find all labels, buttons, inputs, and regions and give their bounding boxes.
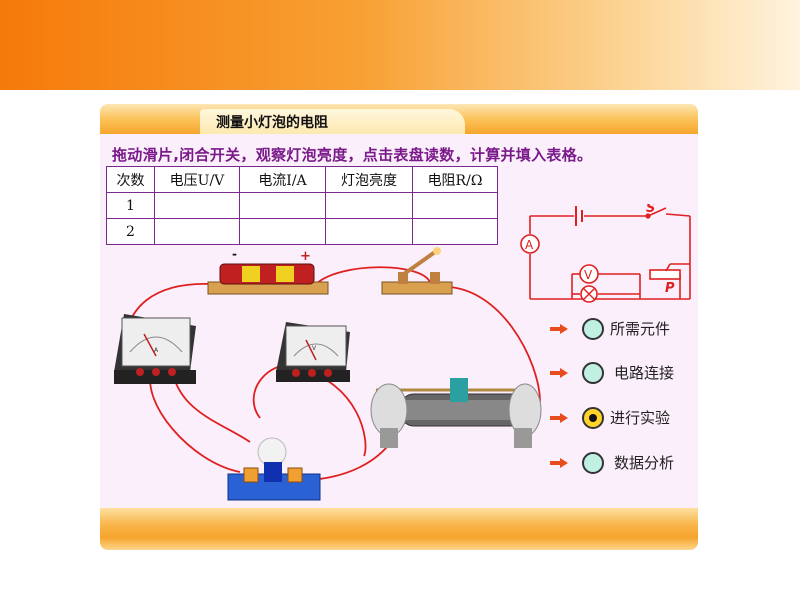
nav-data-analysis[interactable]: 数据分析 xyxy=(550,450,698,476)
slider-label: P xyxy=(665,281,675,296)
header-count: 次数 xyxy=(106,166,155,193)
nav-label: 电路连接 xyxy=(614,364,675,382)
radio-indicator xyxy=(582,362,604,384)
header-voltage: 电压U/V xyxy=(154,166,240,193)
voltmeter-device[interactable]: V xyxy=(276,322,350,382)
lamp-symbol xyxy=(580,285,598,303)
nav-label: 所需元件 xyxy=(610,320,671,338)
voltmeter-symbol: V xyxy=(579,264,599,284)
table-cell-current[interactable] xyxy=(239,218,326,245)
arrow-right-icon xyxy=(550,458,568,468)
bulb-holder[interactable] xyxy=(227,437,321,501)
rheostat-symbol: P xyxy=(649,263,690,296)
battery-plus-label: + xyxy=(300,249,311,264)
switch-apparatus[interactable] xyxy=(381,247,453,295)
ammeter-symbol: A xyxy=(520,234,540,254)
nav-label: 进行实验 xyxy=(610,409,671,427)
header-resistance: 电阻R/Ω xyxy=(412,166,498,193)
battery-holder[interactable]: - + xyxy=(207,247,329,295)
ammeter-face-label: A xyxy=(154,347,159,354)
table-cell-voltage[interactable] xyxy=(154,218,240,245)
circuit-schematic: S A V P xyxy=(520,204,691,303)
nav-required-components[interactable]: 所需元件 xyxy=(550,316,698,342)
table-cell-resistance[interactable] xyxy=(412,218,498,245)
table-cell-count: 2 xyxy=(106,218,155,245)
nav-run-experiment[interactable]: 进行实验 xyxy=(550,405,698,431)
panel-title-tab xyxy=(200,109,465,134)
table-cell-voltage[interactable] xyxy=(154,192,240,219)
arrow-right-icon xyxy=(550,324,568,334)
switch-label: S xyxy=(646,204,655,216)
control-panel: 所需元件 电路连接 进行实验 数据分析 xyxy=(550,316,698,474)
nav-circuit-connection[interactable]: 电路连接 xyxy=(550,360,698,386)
table-row: 2 xyxy=(106,218,498,245)
table-cell-brightness[interactable] xyxy=(325,218,413,245)
radio-indicator-selected xyxy=(582,407,604,429)
ammeter-symbol-label: A xyxy=(525,238,534,252)
header-brightness: 灯泡亮度 xyxy=(325,166,413,193)
voltmeter-symbol-label: V xyxy=(584,268,593,282)
table-row: 1 xyxy=(106,192,498,219)
arrow-right-icon xyxy=(550,368,568,378)
instruction-text: 拖动滑片,闭合开关，观察灯泡亮度，点击表盘读数，计算并填入表格。 xyxy=(112,146,593,164)
top-banner xyxy=(0,0,800,90)
panel-title: 测量小灯泡的电阻 xyxy=(216,115,328,131)
radio-indicator xyxy=(582,452,604,474)
table-cell-count: 1 xyxy=(106,192,155,219)
ammeter-device[interactable]: A xyxy=(114,314,196,384)
table-header-row: 次数 电压U/V 电流I/A 灯泡亮度 电阻R/Ω xyxy=(106,166,498,193)
arrow-right-icon xyxy=(550,413,568,423)
table-cell-resistance[interactable] xyxy=(412,192,498,219)
header-current: 电流I/A xyxy=(239,166,326,193)
voltmeter-face-label: V xyxy=(312,345,317,352)
switch-symbol xyxy=(645,207,667,219)
table-cell-brightness[interactable] xyxy=(325,192,413,219)
nav-label: 数据分析 xyxy=(614,454,675,472)
apparatus-illustration: - + A V xyxy=(114,247,542,501)
panel-footer-bar xyxy=(100,508,698,550)
battery-symbol xyxy=(575,206,583,226)
data-table: 次数 电压U/V 电流I/A 灯泡亮度 电阻R/Ω 1 2 xyxy=(106,166,498,245)
experiment-panel: 测量小灯泡的电阻 拖动滑片,闭合开关，观察灯泡亮度，点击表盘读数，计算并填入表格… xyxy=(100,104,698,550)
table-cell-current[interactable] xyxy=(239,192,326,219)
rheostat-device[interactable] xyxy=(370,378,542,448)
radio-indicator xyxy=(582,318,604,340)
battery-minus-label: - xyxy=(232,247,237,261)
